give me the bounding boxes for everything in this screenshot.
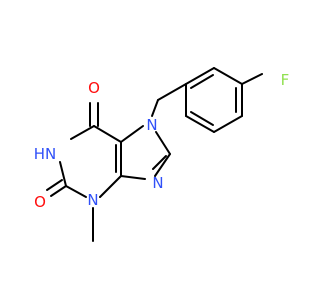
atom-label-layer: F O O N HN N N bbox=[34, 71, 290, 211]
bond bbox=[157, 83, 187, 101]
oxygen-bottom-label: O bbox=[34, 193, 46, 211]
bond bbox=[213, 67, 243, 85]
bond bbox=[185, 67, 215, 85]
bond bbox=[65, 185, 87, 198]
bond bbox=[59, 161, 67, 187]
bond bbox=[154, 153, 171, 177]
molecule-structure: F O O N HN N N bbox=[34, 67, 290, 242]
bond bbox=[155, 131, 171, 155]
bond bbox=[241, 73, 263, 85]
n1-label: HN bbox=[34, 145, 57, 163]
bond-layer bbox=[46, 67, 263, 242]
n3-label: N bbox=[87, 191, 98, 209]
bond bbox=[93, 125, 122, 143]
bond bbox=[46, 179, 63, 191]
bond bbox=[70, 125, 95, 140]
bond bbox=[190, 111, 214, 126]
bond bbox=[151, 99, 159, 117]
n9-label: N bbox=[152, 174, 163, 192]
bond bbox=[99, 175, 122, 198]
bond bbox=[120, 175, 146, 180]
bond bbox=[185, 115, 215, 133]
n7-label: N bbox=[146, 116, 157, 134]
bond bbox=[120, 125, 144, 143]
bond bbox=[50, 185, 67, 197]
fluorine-label: F bbox=[281, 71, 290, 89]
oxygen-top-label: O bbox=[88, 79, 100, 97]
bond bbox=[190, 74, 214, 89]
bond bbox=[152, 155, 167, 170]
bond bbox=[213, 115, 243, 133]
